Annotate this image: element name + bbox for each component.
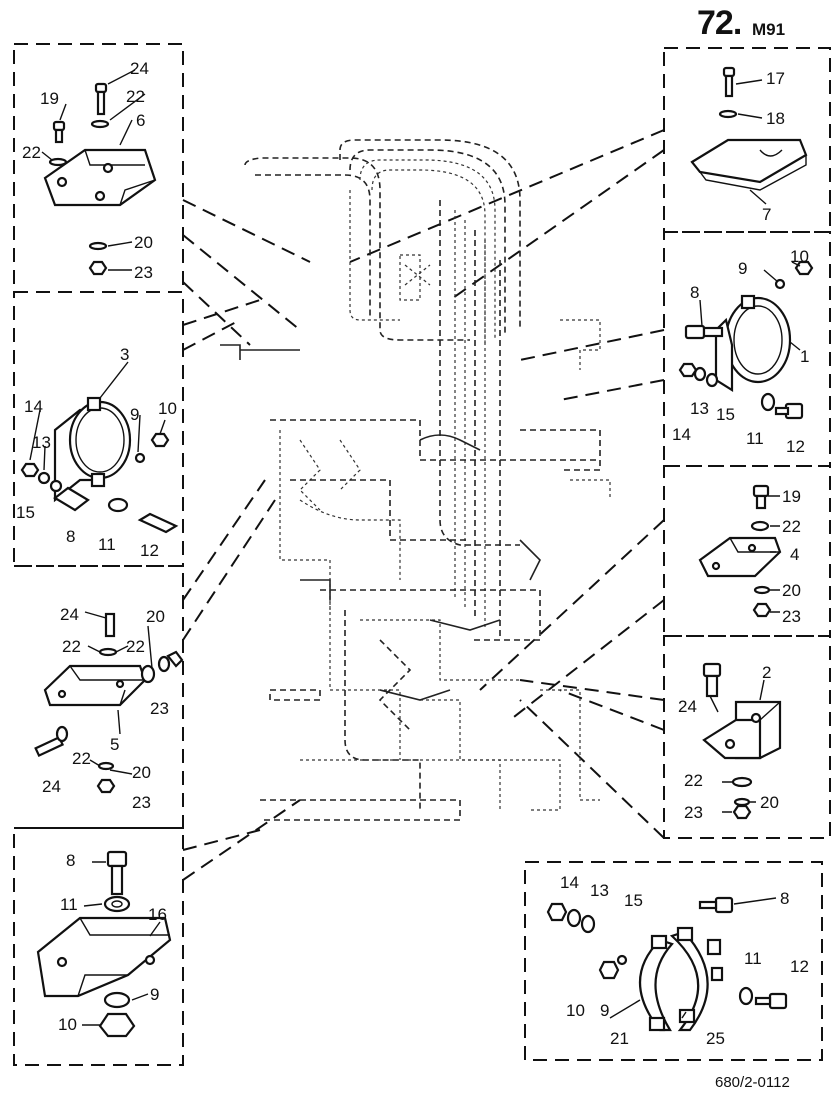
- callout-12: 12: [140, 541, 159, 560]
- callout-12: 12: [790, 957, 809, 976]
- callout-1: 1: [800, 347, 809, 366]
- callout-13: 13: [590, 881, 609, 900]
- callout-6: 6: [136, 111, 145, 130]
- callout-24: 24: [60, 605, 79, 624]
- callout-19: 19: [40, 89, 59, 108]
- callout-11: 11: [744, 949, 762, 968]
- callout-17: 17: [766, 69, 785, 88]
- callout-4: 4: [790, 545, 799, 564]
- bracket-6-assembly: [41, 69, 157, 276]
- callout-23: 23: [782, 607, 801, 626]
- callout-21: 21: [610, 1029, 629, 1048]
- callout-11: 11: [60, 895, 78, 914]
- callout-25: 25: [706, 1029, 725, 1048]
- central-harness-assembly: [220, 139, 611, 821]
- callout-19: 19: [782, 487, 801, 506]
- callout-8: 8: [780, 889, 789, 908]
- bracket-5-assembly: [34, 611, 184, 794]
- callout-10: 10: [790, 247, 809, 266]
- callout-3: 3: [120, 345, 129, 364]
- page-number: 72.: [697, 4, 742, 42]
- drawing-code: 680/2-0112: [715, 1074, 790, 1091]
- callout-10: 10: [158, 399, 177, 418]
- connector-lines: [182, 129, 665, 881]
- callout-24: 24: [130, 59, 149, 78]
- callout-10: 10: [58, 1015, 77, 1034]
- callout-24: 24: [678, 697, 697, 716]
- callout-8: 8: [66, 851, 75, 870]
- callout-9: 9: [738, 259, 747, 278]
- detail-box-outlines: [13, 43, 831, 1066]
- callout-14: 14: [672, 425, 691, 444]
- callout-20: 20: [782, 581, 801, 600]
- page-suffix: M91: [752, 20, 786, 39]
- callout-20: 20: [132, 763, 151, 782]
- callout-22: 22: [62, 637, 81, 656]
- callout-22: 22: [782, 517, 801, 536]
- callout-14: 14: [24, 397, 43, 416]
- callout-15: 15: [624, 891, 643, 910]
- callout-13: 13: [690, 399, 709, 418]
- callout-2: 2: [762, 663, 771, 682]
- clip-3-assembly: [20, 361, 179, 534]
- clip-1-assembly: [678, 260, 814, 420]
- bracket-16-assembly: [36, 850, 172, 1038]
- callout-23: 23: [132, 793, 151, 812]
- bracket-4-assembly: [698, 484, 782, 618]
- callout-23: 23: [134, 263, 153, 282]
- callout-23: 23: [684, 803, 703, 822]
- callout-9: 9: [130, 405, 139, 424]
- plate-7-assembly: [690, 66, 808, 205]
- callout-23: 23: [150, 699, 169, 718]
- callout-18: 18: [766, 109, 785, 128]
- callout-13: 13: [32, 433, 51, 452]
- callout-7: 7: [762, 205, 771, 224]
- callout-22: 22: [126, 637, 145, 656]
- callout-20: 20: [146, 607, 165, 626]
- callout-11: 11: [98, 535, 116, 554]
- callout-8: 8: [66, 527, 75, 546]
- callout-24: 24: [42, 777, 61, 796]
- callout-11: 11: [746, 429, 764, 448]
- callout-22: 22: [72, 749, 91, 768]
- clip-21-25-assembly: [546, 896, 788, 1032]
- callout-8: 8: [690, 283, 699, 302]
- callout-10: 10: [566, 1001, 585, 1020]
- callout-20: 20: [134, 233, 153, 252]
- callout-22: 22: [22, 143, 41, 162]
- callout-14: 14: [560, 873, 579, 892]
- callout-22: 22: [684, 771, 703, 790]
- callout-22: 22: [126, 87, 145, 106]
- callout-20: 20: [760, 793, 779, 812]
- callout-15: 15: [716, 405, 735, 424]
- callout-9: 9: [150, 985, 159, 1004]
- callout-16: 16: [148, 905, 167, 924]
- bracket-2-assembly: [702, 662, 782, 820]
- callout-9: 9: [600, 1001, 609, 1020]
- callout-15: 15: [16, 503, 35, 522]
- callout-5: 5: [110, 735, 119, 754]
- callout-labels: 24 22 19 6 22 20 23 3 14 10 9 13 15 8 11…: [16, 59, 809, 1048]
- callout-12: 12: [786, 437, 805, 456]
